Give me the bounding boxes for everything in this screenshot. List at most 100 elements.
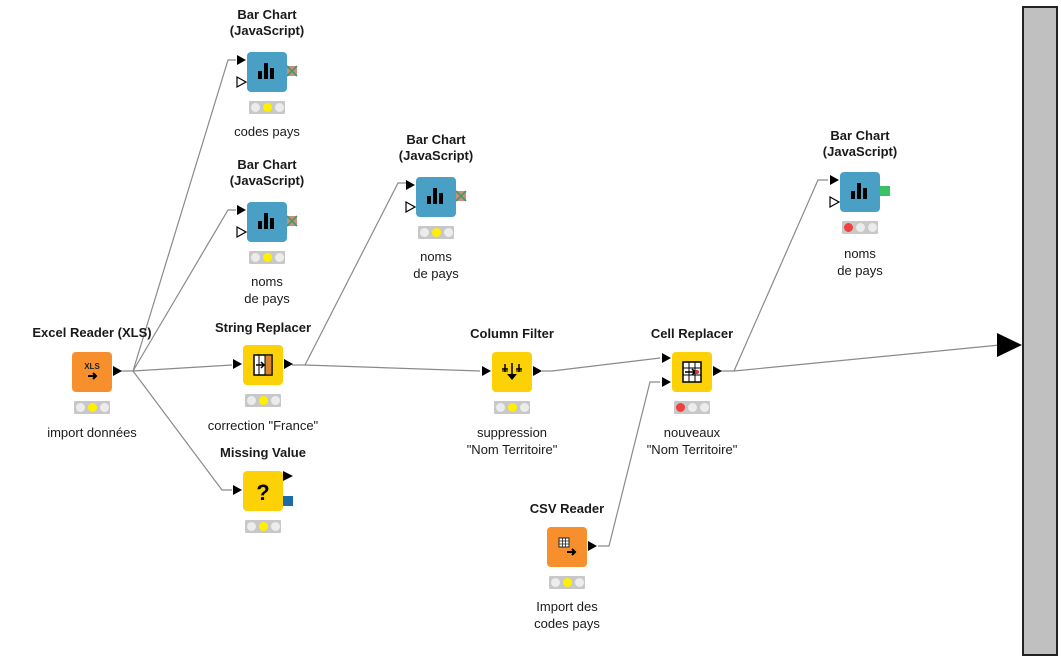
input-port[interactable] <box>406 180 415 190</box>
connection-column-filter-to-cell-replacer[interactable] <box>542 357 661 372</box>
node-excel-reader[interactable]: XLS <box>72 352 112 392</box>
node-bar-chart-3[interactable] <box>416 177 456 217</box>
node-status-indicator <box>245 520 281 533</box>
output-port[interactable] <box>113 366 122 376</box>
node-annotation[interactable]: noms de pays <box>413 249 459 281</box>
node-status-indicator <box>549 576 585 589</box>
node-status-indicator <box>249 251 285 264</box>
connection-string-replacer-to-column-filter[interactable] <box>304 364 481 372</box>
node-annotation[interactable]: nouveaux "Nom Territoire" <box>646 425 738 457</box>
node-cell-replacer[interactable] <box>672 352 712 392</box>
output-port[interactable] <box>880 186 890 196</box>
status-light <box>251 253 260 262</box>
output-port[interactable] <box>533 366 542 376</box>
node-annotation[interactable]: noms de pays <box>244 274 290 306</box>
input-port[interactable] <box>237 55 246 65</box>
node-title: Bar Chart (JavaScript) <box>822 128 898 159</box>
connection-excel-reader-to-missing-value[interactable] <box>132 370 232 491</box>
input-port[interactable] <box>662 353 671 363</box>
status-light <box>263 103 272 112</box>
input-port[interactable] <box>237 205 246 215</box>
model-output-port[interactable] <box>283 496 293 506</box>
connection-excel-reader-to-string-replacer[interactable] <box>132 364 233 372</box>
node-annotation[interactable]: Import des codes pays <box>534 599 600 631</box>
status-light <box>496 403 505 412</box>
output-port[interactable] <box>283 471 293 481</box>
status-light <box>259 522 268 531</box>
output-port[interactable] <box>284 359 293 369</box>
status-light <box>88 403 97 412</box>
status-light <box>263 253 272 262</box>
inactive-port-cross-icon <box>286 65 298 77</box>
node-title: Column Filter <box>470 326 554 341</box>
output-port[interactable] <box>588 541 597 551</box>
node-bar-chart-1[interactable] <box>247 52 287 92</box>
status-light <box>575 578 584 587</box>
output-port[interactable] <box>713 366 722 376</box>
status-light <box>275 253 284 262</box>
status-light <box>520 403 529 412</box>
status-light <box>444 228 453 237</box>
optional-input-port[interactable] <box>236 225 248 239</box>
status-light <box>271 522 280 531</box>
node-annotation[interactable]: noms de pays <box>837 246 883 278</box>
workflow-output-port-arrow[interactable] <box>997 333 1022 357</box>
question-mark-icon: ? <box>256 480 269 505</box>
optional-input-port[interactable] <box>405 200 417 214</box>
dictionary-input-port[interactable] <box>662 377 671 387</box>
column-filter-icon <box>502 363 522 380</box>
input-port[interactable] <box>233 359 242 369</box>
bar-chart-icon <box>258 63 274 79</box>
node-csv-reader[interactable] <box>547 527 587 567</box>
node-status-indicator <box>74 401 110 414</box>
connection-string-replacer-to-bar-chart-3[interactable] <box>292 182 406 366</box>
node-annotation[interactable]: import données <box>47 425 137 440</box>
connection-cell-replacer-to-metanode-output[interactable] <box>733 344 1001 372</box>
connection-excel-reader-to-bar-chart-2[interactable] <box>132 209 236 372</box>
connection-csv-reader-to-cell-replacer[interactable] <box>598 381 660 547</box>
node-string-replacer[interactable] <box>243 345 283 385</box>
node-status-indicator <box>674 401 710 414</box>
node-annotation[interactable]: correction "France" <box>207 418 319 433</box>
node-title: Bar Chart (JavaScript) <box>398 132 474 163</box>
node-bar-chart-2[interactable] <box>247 202 287 242</box>
node-title: Bar Chart (JavaScript) <box>229 157 305 188</box>
status-light <box>76 403 85 412</box>
status-light <box>420 228 429 237</box>
input-port[interactable] <box>830 175 839 185</box>
status-light <box>432 228 441 237</box>
node-title: Missing Value <box>220 445 306 460</box>
bar-chart-icon <box>427 188 443 204</box>
string-replacer-icon <box>253 354 273 376</box>
node-column-filter[interactable] <box>492 352 532 392</box>
bar-chart-icon <box>258 213 274 229</box>
inactive-port-cross-icon <box>286 215 298 227</box>
status-light <box>856 223 865 232</box>
status-light <box>551 578 560 587</box>
connection-cell-replacer-to-bar-chart-4[interactable] <box>720 179 828 372</box>
optional-input-port[interactable] <box>236 75 248 89</box>
status-light <box>563 578 572 587</box>
node-title: String Replacer <box>214 320 312 335</box>
bar-chart-icon <box>851 183 867 199</box>
node-status-indicator <box>249 101 285 114</box>
connection-excel-reader-to-bar-chart-1[interactable] <box>120 59 236 372</box>
optional-input-port[interactable] <box>829 195 841 209</box>
node-title: Excel Reader (XLS) <box>32 325 152 340</box>
workflow-output-bar[interactable] <box>1022 6 1058 656</box>
status-light <box>868 223 877 232</box>
status-light <box>271 396 280 405</box>
status-light <box>676 403 685 412</box>
inactive-port-cross-icon <box>455 190 467 202</box>
node-annotation[interactable]: codes pays <box>234 124 300 139</box>
node-status-indicator <box>494 401 530 414</box>
status-light <box>259 396 268 405</box>
status-light <box>251 103 260 112</box>
input-port[interactable] <box>233 485 242 495</box>
node-annotation[interactable]: suppression "Nom Territoire" <box>466 425 558 457</box>
input-port[interactable] <box>482 366 491 376</box>
node-missing-value[interactable]: ? <box>243 471 283 511</box>
node-bar-chart-4[interactable] <box>840 172 880 212</box>
xls-reader-icon: XLS <box>84 362 100 380</box>
